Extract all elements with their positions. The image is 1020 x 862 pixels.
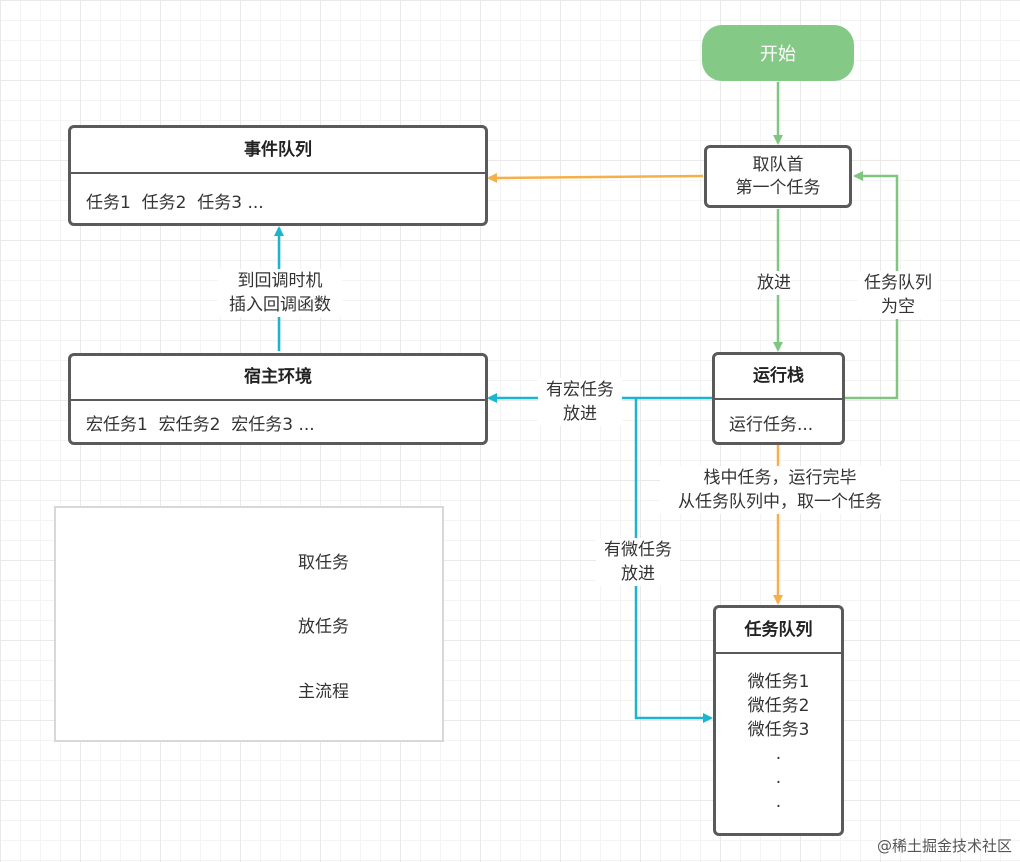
- edge-label-put-in: 放进: [757, 271, 791, 295]
- task-queue-item: .: [775, 792, 782, 812]
- event-queue-items: 任务1 任务2 任务3 ...: [86, 193, 264, 213]
- edge-stack-to-task-queue: [634, 398, 713, 723]
- macro-line2: 放进: [563, 404, 597, 424]
- task-queue-item: 微任务1: [747, 672, 810, 692]
- task-queue-item: 微任务2: [747, 696, 810, 716]
- edge-label-micro: 有微任务 放进: [596, 538, 680, 586]
- micro-line1: 有微任务: [604, 540, 672, 560]
- legend: 取任务 放任务 主流程: [54, 506, 444, 742]
- task-queue-items: 微任务1 微任务2 微任务3 . . .: [716, 654, 841, 814]
- micro-line2: 放进: [621, 564, 655, 584]
- call-stack-items: 运行任务...: [729, 415, 814, 435]
- task-queue-item: 微任务3: [747, 720, 810, 740]
- watermark: @稀土掘金技术社区: [876, 837, 1012, 855]
- edge-label-callback: 到回调时机 插入回调函数: [218, 269, 342, 317]
- queue-empty-line2: 为空: [881, 297, 915, 317]
- fetch-head-line1: 取队首: [752, 154, 804, 175]
- callback-line2: 插入回调函数: [229, 295, 331, 315]
- edge-fetch-to-event-queue: [487, 172, 704, 183]
- fetch-head-line2: 第一个任务: [735, 177, 821, 198]
- edge-label-stack-done: 栈中任务，运行完毕 从任务队列中，取一个任务: [660, 466, 900, 514]
- queue-empty-line1: 任务队列: [864, 273, 932, 293]
- start-label: 开始: [760, 44, 796, 65]
- legend-label-push: 放任务: [298, 617, 349, 637]
- event-queue-node: 事件队列 任务1 任务2 任务3 ...: [68, 125, 488, 226]
- host-env-title: 宿主环境: [71, 356, 485, 401]
- macro-line1: 有宏任务: [546, 380, 614, 400]
- callback-line1: 到回调时机: [237, 271, 323, 291]
- call-stack-node: 运行栈 运行任务...: [712, 352, 845, 445]
- fetch-head-node: 取队首 第一个任务: [704, 145, 852, 208]
- task-queue-item: .: [775, 744, 782, 764]
- stack-done-line1: 栈中任务，运行完毕: [703, 468, 857, 488]
- call-stack-title: 运行栈: [715, 355, 842, 400]
- edge-label-queue-empty: 任务队列 为空: [858, 271, 938, 319]
- legend-label-fetch: 取任务: [298, 553, 349, 573]
- host-env-items: 宏任务1 宏任务2 宏任务3 ...: [86, 415, 315, 435]
- task-queue-title: 任务队列: [716, 608, 841, 654]
- event-queue-title: 事件队列: [71, 128, 485, 174]
- edge-label-macro: 有宏任务 放进: [538, 378, 622, 426]
- start-node: 开始: [702, 25, 854, 81]
- task-queue-node: 任务队列 微任务1 微任务2 微任务3 . . .: [713, 605, 844, 836]
- legend-label-main: 主流程: [298, 682, 349, 702]
- host-env-node: 宿主环境 宏任务1 宏任务2 宏任务3 ...: [68, 353, 488, 445]
- task-queue-item: .: [775, 768, 782, 788]
- stack-done-line2: 从任务队列中，取一个任务: [678, 492, 882, 512]
